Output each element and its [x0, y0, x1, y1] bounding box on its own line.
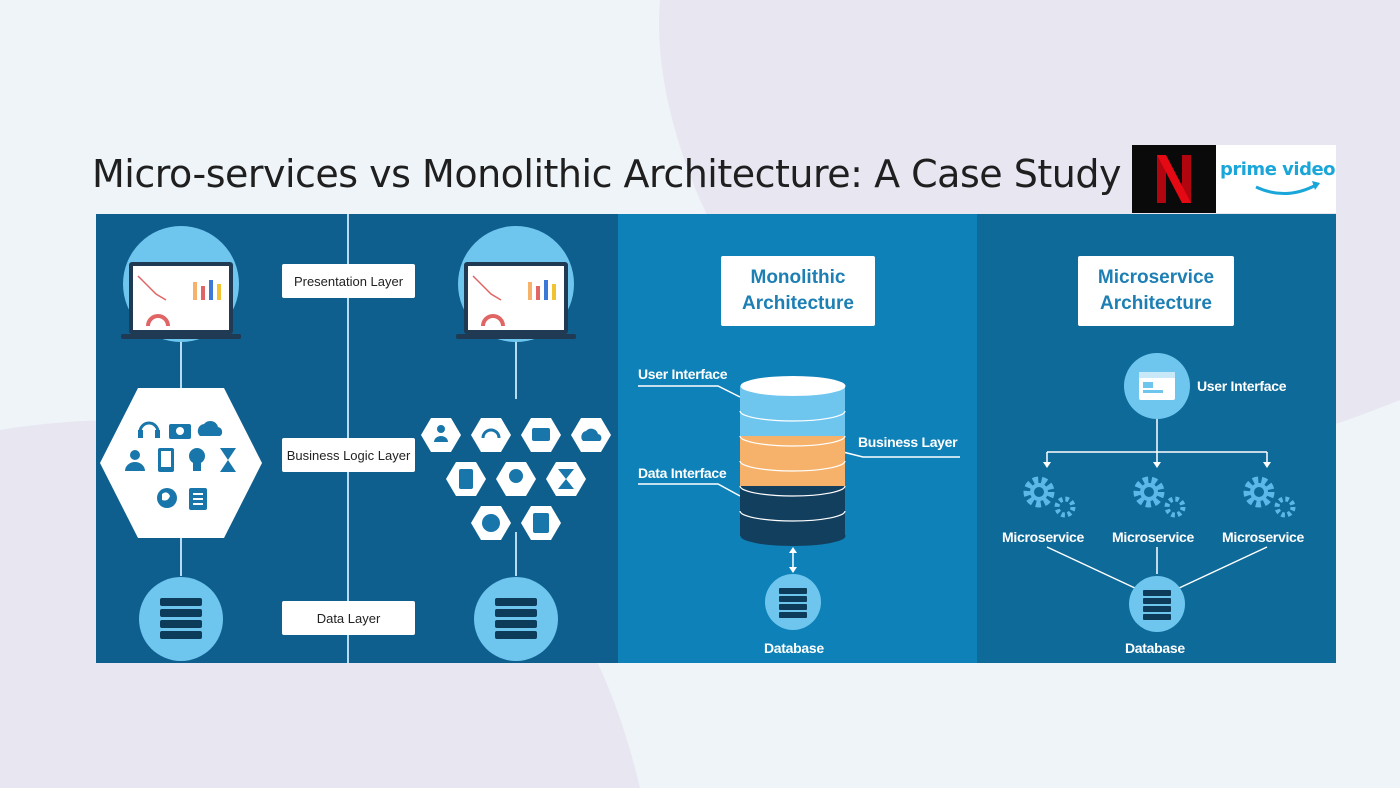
monolithic-heading-line2: Architecture — [742, 293, 854, 314]
user-interface-label: User Interface — [1197, 378, 1287, 394]
monolith-components-hexagon — [100, 388, 262, 538]
page-title: Micro-services vs Monolithic Architectur… — [92, 152, 1121, 196]
database-label: Database — [764, 640, 824, 656]
laptop-icon-right — [456, 226, 576, 342]
monolithic-graphics — [638, 376, 960, 630]
user-interface-icon — [1124, 353, 1190, 419]
prime-video-wordmark: prime video — [1220, 159, 1336, 180]
microservice-label-3: Microservice — [1222, 529, 1305, 545]
monolithic-heading: Monolithic Architecture — [721, 256, 875, 326]
layered-architecture-graphics — [100, 214, 611, 663]
data-layer-label: Data Layer — [282, 601, 415, 635]
prime-video-logo: prime video — [1216, 145, 1336, 213]
layered-architecture-panel: Presentation Layer Business Logic Layer … — [96, 214, 618, 663]
database-icon-left — [139, 577, 223, 661]
database-icon-microservice — [1129, 576, 1185, 632]
microservice-label-1: Microservice — [1002, 529, 1085, 545]
laptop-icon-left — [121, 226, 241, 342]
presentation-layer-label: Presentation Layer — [282, 264, 415, 298]
business-logic-layer-label: Business Logic Layer — [282, 438, 415, 472]
microservice-component-hexagons — [421, 418, 611, 540]
monolith-database-stack — [739, 376, 846, 546]
database-icon-right — [474, 577, 558, 661]
gear-icon-2 — [1133, 476, 1186, 518]
gear-icon-1 — [1023, 476, 1076, 518]
microservice-label-2: Microservice — [1112, 529, 1195, 545]
monolithic-heading-line1: Monolithic — [750, 267, 846, 288]
microservice-heading-line2: Architecture — [1100, 293, 1212, 314]
microservice-graphics — [1023, 353, 1296, 632]
business-layer-label: Business Layer — [858, 434, 958, 450]
monolithic-architecture-panel: Monolithic Architecture User Interface B… — [618, 214, 977, 663]
microservice-heading: Microservice Architecture — [1078, 256, 1234, 326]
microservice-architecture-panel: Microservice Architecture User Interface… — [977, 214, 1336, 663]
microservice-heading-line1: Microservice — [1097, 267, 1215, 288]
gear-icon-3 — [1243, 476, 1296, 518]
database-icon-monolithic — [765, 574, 821, 630]
netflix-logo — [1132, 145, 1216, 213]
user-interface-label: User Interface — [638, 366, 728, 382]
data-interface-label: Data Interface — [638, 465, 727, 481]
database-label: Database — [1125, 640, 1185, 656]
